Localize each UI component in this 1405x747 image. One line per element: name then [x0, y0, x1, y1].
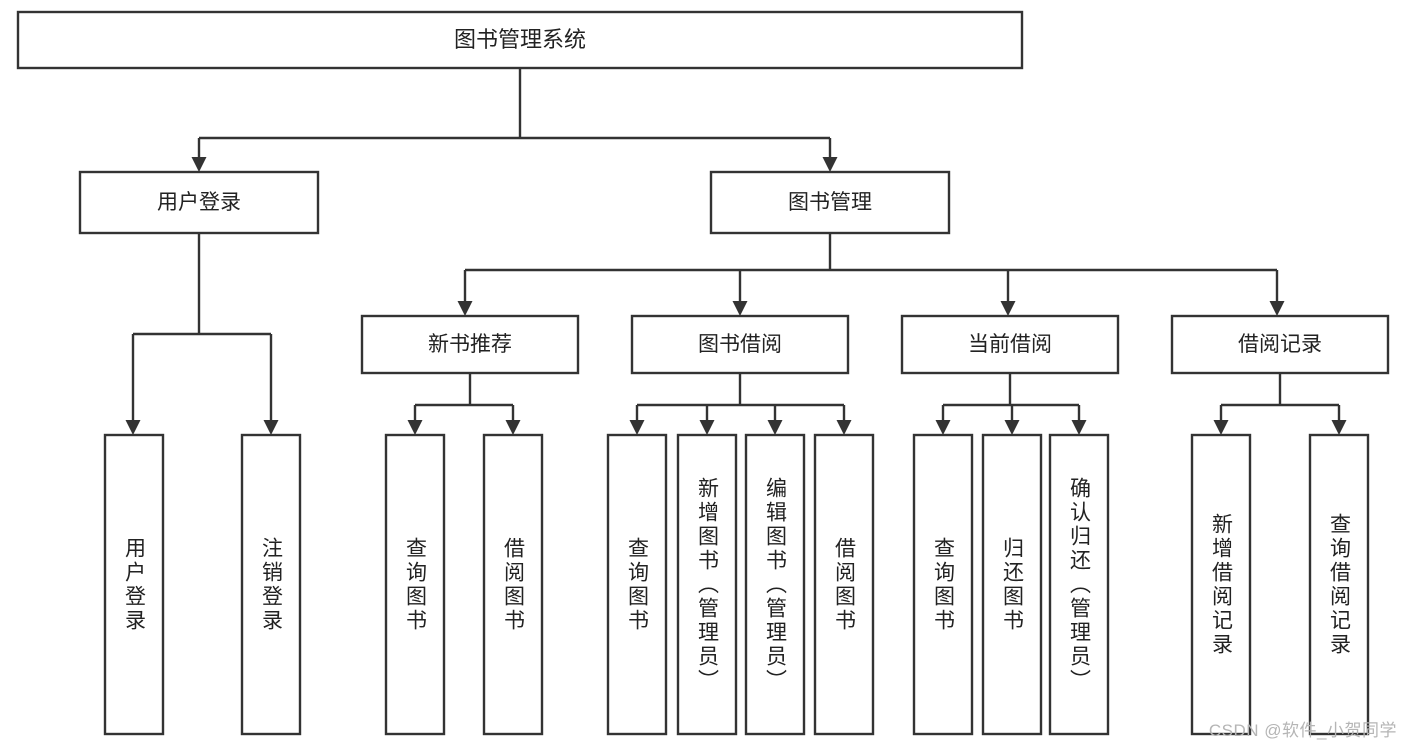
leaf-leaf-query-record-box[interactable] [1308, 433, 1370, 736]
arrow-head-icon [935, 420, 951, 435]
arrow-head-icon [1071, 420, 1087, 435]
node-borrow-record-box[interactable] [1170, 314, 1390, 375]
node-book-management-box[interactable] [709, 170, 951, 235]
connector-layer [125, 68, 1347, 435]
node-root-label: 图书管理系统 [454, 27, 586, 52]
arrow-head-icon [1004, 420, 1020, 435]
arrow-head-icon [732, 301, 748, 316]
box-layer [16, 10, 1390, 736]
leaf-leaf-query-book-3-box[interactable] [912, 433, 974, 736]
leaf-leaf-borrow-book-2-box[interactable] [813, 433, 875, 736]
leaf-leaf-logout-box[interactable] [240, 433, 302, 736]
node-new-book-recommend-box[interactable] [360, 314, 580, 375]
node-book-borrow-label: 图书借阅 [698, 333, 782, 356]
arrow-head-icon [263, 420, 279, 435]
leaf-leaf-edit-book-box[interactable] [744, 433, 806, 736]
arrow-head-icon [457, 301, 473, 316]
watermark-text: CSDN @软件_小贺同学 [1208, 721, 1397, 740]
leaf-leaf-add-book-box[interactable] [676, 433, 738, 736]
node-book-management-label: 图书管理 [788, 191, 872, 214]
leaf-leaf-query-book-1-box[interactable] [384, 433, 446, 736]
arrow-head-icon [1331, 420, 1347, 435]
node-user-login-label: 用户登录 [157, 191, 241, 214]
leaf-leaf-return-book-box[interactable] [981, 433, 1043, 736]
leaf-leaf-add-record-box[interactable] [1190, 433, 1252, 736]
arrow-head-icon [1269, 301, 1285, 316]
node-borrow-record-label: 借阅记录 [1238, 333, 1322, 356]
leaf-leaf-confirm-return-box[interactable] [1048, 433, 1110, 736]
arrow-head-icon [1000, 301, 1016, 316]
leaf-leaf-query-book-2-box[interactable] [606, 433, 668, 736]
node-root-box[interactable] [16, 10, 1024, 70]
leaf-leaf-user-login-box[interactable] [103, 433, 165, 736]
arrow-head-icon [836, 420, 852, 435]
arrow-head-icon [407, 420, 423, 435]
node-user-login-box[interactable] [78, 170, 320, 235]
arrow-head-icon [1213, 420, 1229, 435]
arrow-head-icon [629, 420, 645, 435]
node-current-borrow-label: 当前借阅 [968, 333, 1052, 356]
node-current-borrow-box[interactable] [900, 314, 1120, 375]
arrow-head-icon [125, 420, 141, 435]
arrow-head-icon [191, 157, 207, 172]
arrow-head-icon [699, 420, 715, 435]
node-new-book-recommend-label: 新书推荐 [428, 333, 512, 356]
arrow-head-icon [767, 420, 783, 435]
leaf-leaf-borrow-book-1-box[interactable] [482, 433, 544, 736]
arrow-head-icon [822, 157, 838, 172]
arrow-head-icon [505, 420, 521, 435]
node-book-borrow-box[interactable] [630, 314, 850, 375]
